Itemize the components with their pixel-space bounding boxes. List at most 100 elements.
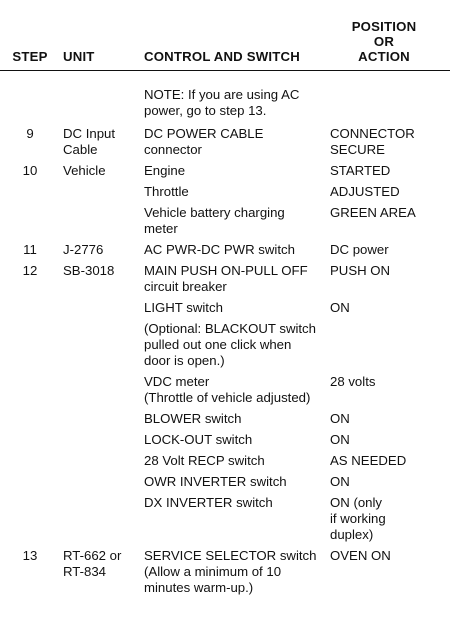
step-number: 9: [26, 125, 34, 141]
position-cell-line: ON: [330, 431, 350, 447]
unit-cell-line: Vehicle: [63, 162, 106, 178]
unit-cell: [58, 205, 141, 242]
note-text: NOTE: If you are using AC power, go to s…: [141, 71, 450, 126]
unit-cell-line: RT-662 or: [63, 547, 122, 563]
control-cell-line: minutes warm-up.): [144, 579, 254, 595]
position-cell: OVEN ON: [326, 548, 450, 601]
control-cell: AC PWR-DC PWR switch: [141, 242, 326, 263]
control-cell-line: OWR INVERTER switch: [144, 473, 287, 489]
control-cell-line: DC POWER CABLE connector: [144, 125, 264, 157]
control-cell: DC POWER CABLE connector: [141, 126, 326, 163]
control-cell-line: VDC meter: [144, 373, 210, 389]
unit-cell: SB-3018: [58, 263, 141, 300]
position-cell-line: ON: [330, 473, 350, 489]
control-cell: Throttle: [141, 184, 326, 205]
control-cell: DX INVERTER switch: [141, 495, 326, 548]
position-cell-line: if working: [330, 510, 386, 526]
step-number: 12: [22, 262, 38, 278]
header-position: POSITION OR ACTION: [326, 0, 450, 70]
unit-cell: [58, 495, 141, 548]
position-cell-line: ON (only: [330, 494, 383, 510]
unit-cell-line: DC Input: [63, 125, 116, 141]
control-cell-line: AC PWR-DC PWR switch: [144, 241, 295, 257]
header-control: CONTROL AND SWITCH: [144, 48, 300, 64]
unit-cell: [58, 474, 141, 495]
unit-cell: [58, 321, 141, 374]
control-cell: BLOWER switch: [141, 411, 326, 432]
unit-cell: J-2776: [58, 242, 141, 263]
step-number: [0, 495, 58, 548]
header-step: STEP: [12, 48, 48, 64]
table-row: 10 Vehicle Engine STARTED: [0, 163, 450, 184]
position-cell-line: 28 volts: [330, 373, 376, 389]
control-cell: SERVICE SELECTOR switch(Allow a minimum …: [141, 548, 326, 601]
step-number: [0, 474, 58, 495]
step-number: [0, 411, 58, 432]
step-number: [0, 205, 58, 242]
control-cell-line: meter: [144, 220, 178, 236]
control-cell: OWR INVERTER switch: [141, 474, 326, 495]
unit-cell: [58, 453, 141, 474]
note-row: NOTE: If you are using AC power, go to s…: [0, 71, 450, 126]
position-cell: ON: [326, 432, 450, 453]
unit-cell-line: Cable: [63, 141, 98, 157]
control-cell-line: (Allow a minimum of 10: [144, 563, 282, 579]
control-cell: 28 Volt RECP switch: [141, 453, 326, 474]
table-row: OWR INVERTER switch ON: [0, 474, 450, 495]
control-cell-line: MAIN PUSH ON-PULL OFF: [144, 262, 308, 278]
step-number: 10: [22, 162, 38, 178]
control-cell-line: pulled out one click when: [144, 336, 292, 352]
control-cell: VDC meter(Throttle of vehicle adjusted): [141, 374, 326, 411]
unit-cell-line: J-2776: [63, 241, 104, 257]
control-cell-line: (Throttle of vehicle adjusted): [144, 389, 311, 405]
header-position-line: POSITION: [351, 18, 417, 34]
position-cell: GREEN AREA: [326, 205, 450, 242]
position-cell: STARTED: [326, 163, 450, 184]
step-number: [0, 184, 58, 205]
position-cell: [326, 321, 450, 374]
position-cell: ON: [326, 411, 450, 432]
control-cell: Engine: [141, 163, 326, 184]
control-cell: LOCK-OUT switch: [141, 432, 326, 453]
position-cell-line: ADJUSTED: [330, 183, 400, 199]
control-cell-line: BLOWER switch: [144, 410, 242, 426]
unit-cell: [58, 374, 141, 411]
position-cell-line: ON: [330, 410, 350, 426]
position-cell-line: OVEN ON: [330, 547, 391, 563]
unit-cell: [58, 300, 141, 321]
step-number: [0, 432, 58, 453]
position-cell: DC power: [326, 242, 450, 263]
unit-cell: [58, 411, 141, 432]
position-cell-line: DC power: [330, 241, 389, 257]
control-cell-line: (Optional: BLACKOUT switch: [144, 320, 316, 336]
step-number: [0, 300, 58, 321]
position-cell-line: SECURE: [330, 141, 385, 157]
position-cell-line: duplex): [330, 526, 374, 542]
control-cell-line: Engine: [144, 162, 186, 178]
position-cell: AS NEEDED: [326, 453, 450, 474]
position-cell: ADJUSTED: [326, 184, 450, 205]
step-number: [0, 374, 58, 411]
step-number: [0, 321, 58, 374]
position-cell: ON: [326, 300, 450, 321]
position-cell-line: PUSH ON: [330, 262, 391, 278]
unit-cell: Vehicle: [58, 163, 141, 184]
note-line: NOTE: If you are using AC: [144, 86, 300, 102]
header-unit: UNIT: [63, 48, 95, 64]
header-position-line: OR: [373, 33, 395, 49]
control-cell-line: circuit breaker: [144, 278, 227, 294]
unit-cell: [58, 432, 141, 453]
control-cell-line: door is open.): [144, 352, 225, 368]
